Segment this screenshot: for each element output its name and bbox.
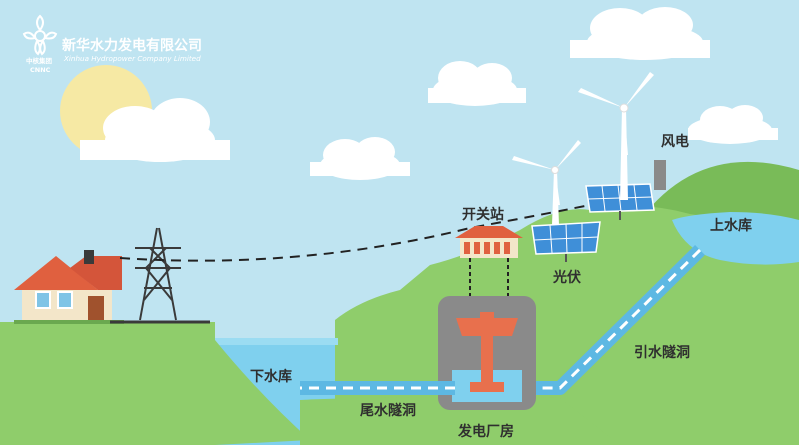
label-diversion-tunnel: 引水隧洞 <box>634 344 690 361</box>
solar-panel-back <box>585 183 655 220</box>
label-upper-reservoir: 上水库 <box>710 217 752 234</box>
cloud-right <box>688 105 778 144</box>
label-powerhouse: 发电厂房 <box>457 423 514 440</box>
solar-panel-front <box>531 221 601 262</box>
logo-company-cn: 新华水力发电有限公司 <box>62 37 202 54</box>
power-line <box>119 204 591 262</box>
cloud-top-left <box>80 98 230 162</box>
hill-left <box>0 322 215 445</box>
lower-reservoir-bank <box>215 340 310 445</box>
label-tailrace-tunnel: 尾水隧洞 <box>360 402 416 419</box>
house <box>14 250 124 324</box>
logo-emblem-icon <box>22 14 58 56</box>
switch-station <box>455 226 523 300</box>
logo-company-en: Xinhua Hydropower Company Limited <box>63 54 201 63</box>
cloud-center <box>310 137 410 180</box>
transmission-tower <box>110 227 210 324</box>
cloud-middle <box>428 61 526 106</box>
label-wind: 风电 <box>661 133 689 150</box>
logo-group-en: CNNC <box>30 66 51 74</box>
cloud-top-right <box>570 7 710 60</box>
bottom-ground <box>300 396 620 445</box>
label-lower-reservoir: 下水库 <box>250 368 292 385</box>
label-switch-station: 开关站 <box>462 206 504 223</box>
label-solar: 光伏 <box>552 269 581 286</box>
chimney <box>654 160 666 190</box>
wind-turbine-small <box>512 140 581 225</box>
powerhouse <box>438 296 536 410</box>
lower-reservoir-surface <box>205 338 338 345</box>
wind-turbine-large <box>578 72 654 200</box>
upper-reservoir <box>672 212 799 265</box>
logo-group-cn: 中核集团 <box>26 56 53 65</box>
company-logo: 中核集团 CNNC 新华水力发电有限公司 Xinhua Hydropower C… <box>22 14 202 74</box>
